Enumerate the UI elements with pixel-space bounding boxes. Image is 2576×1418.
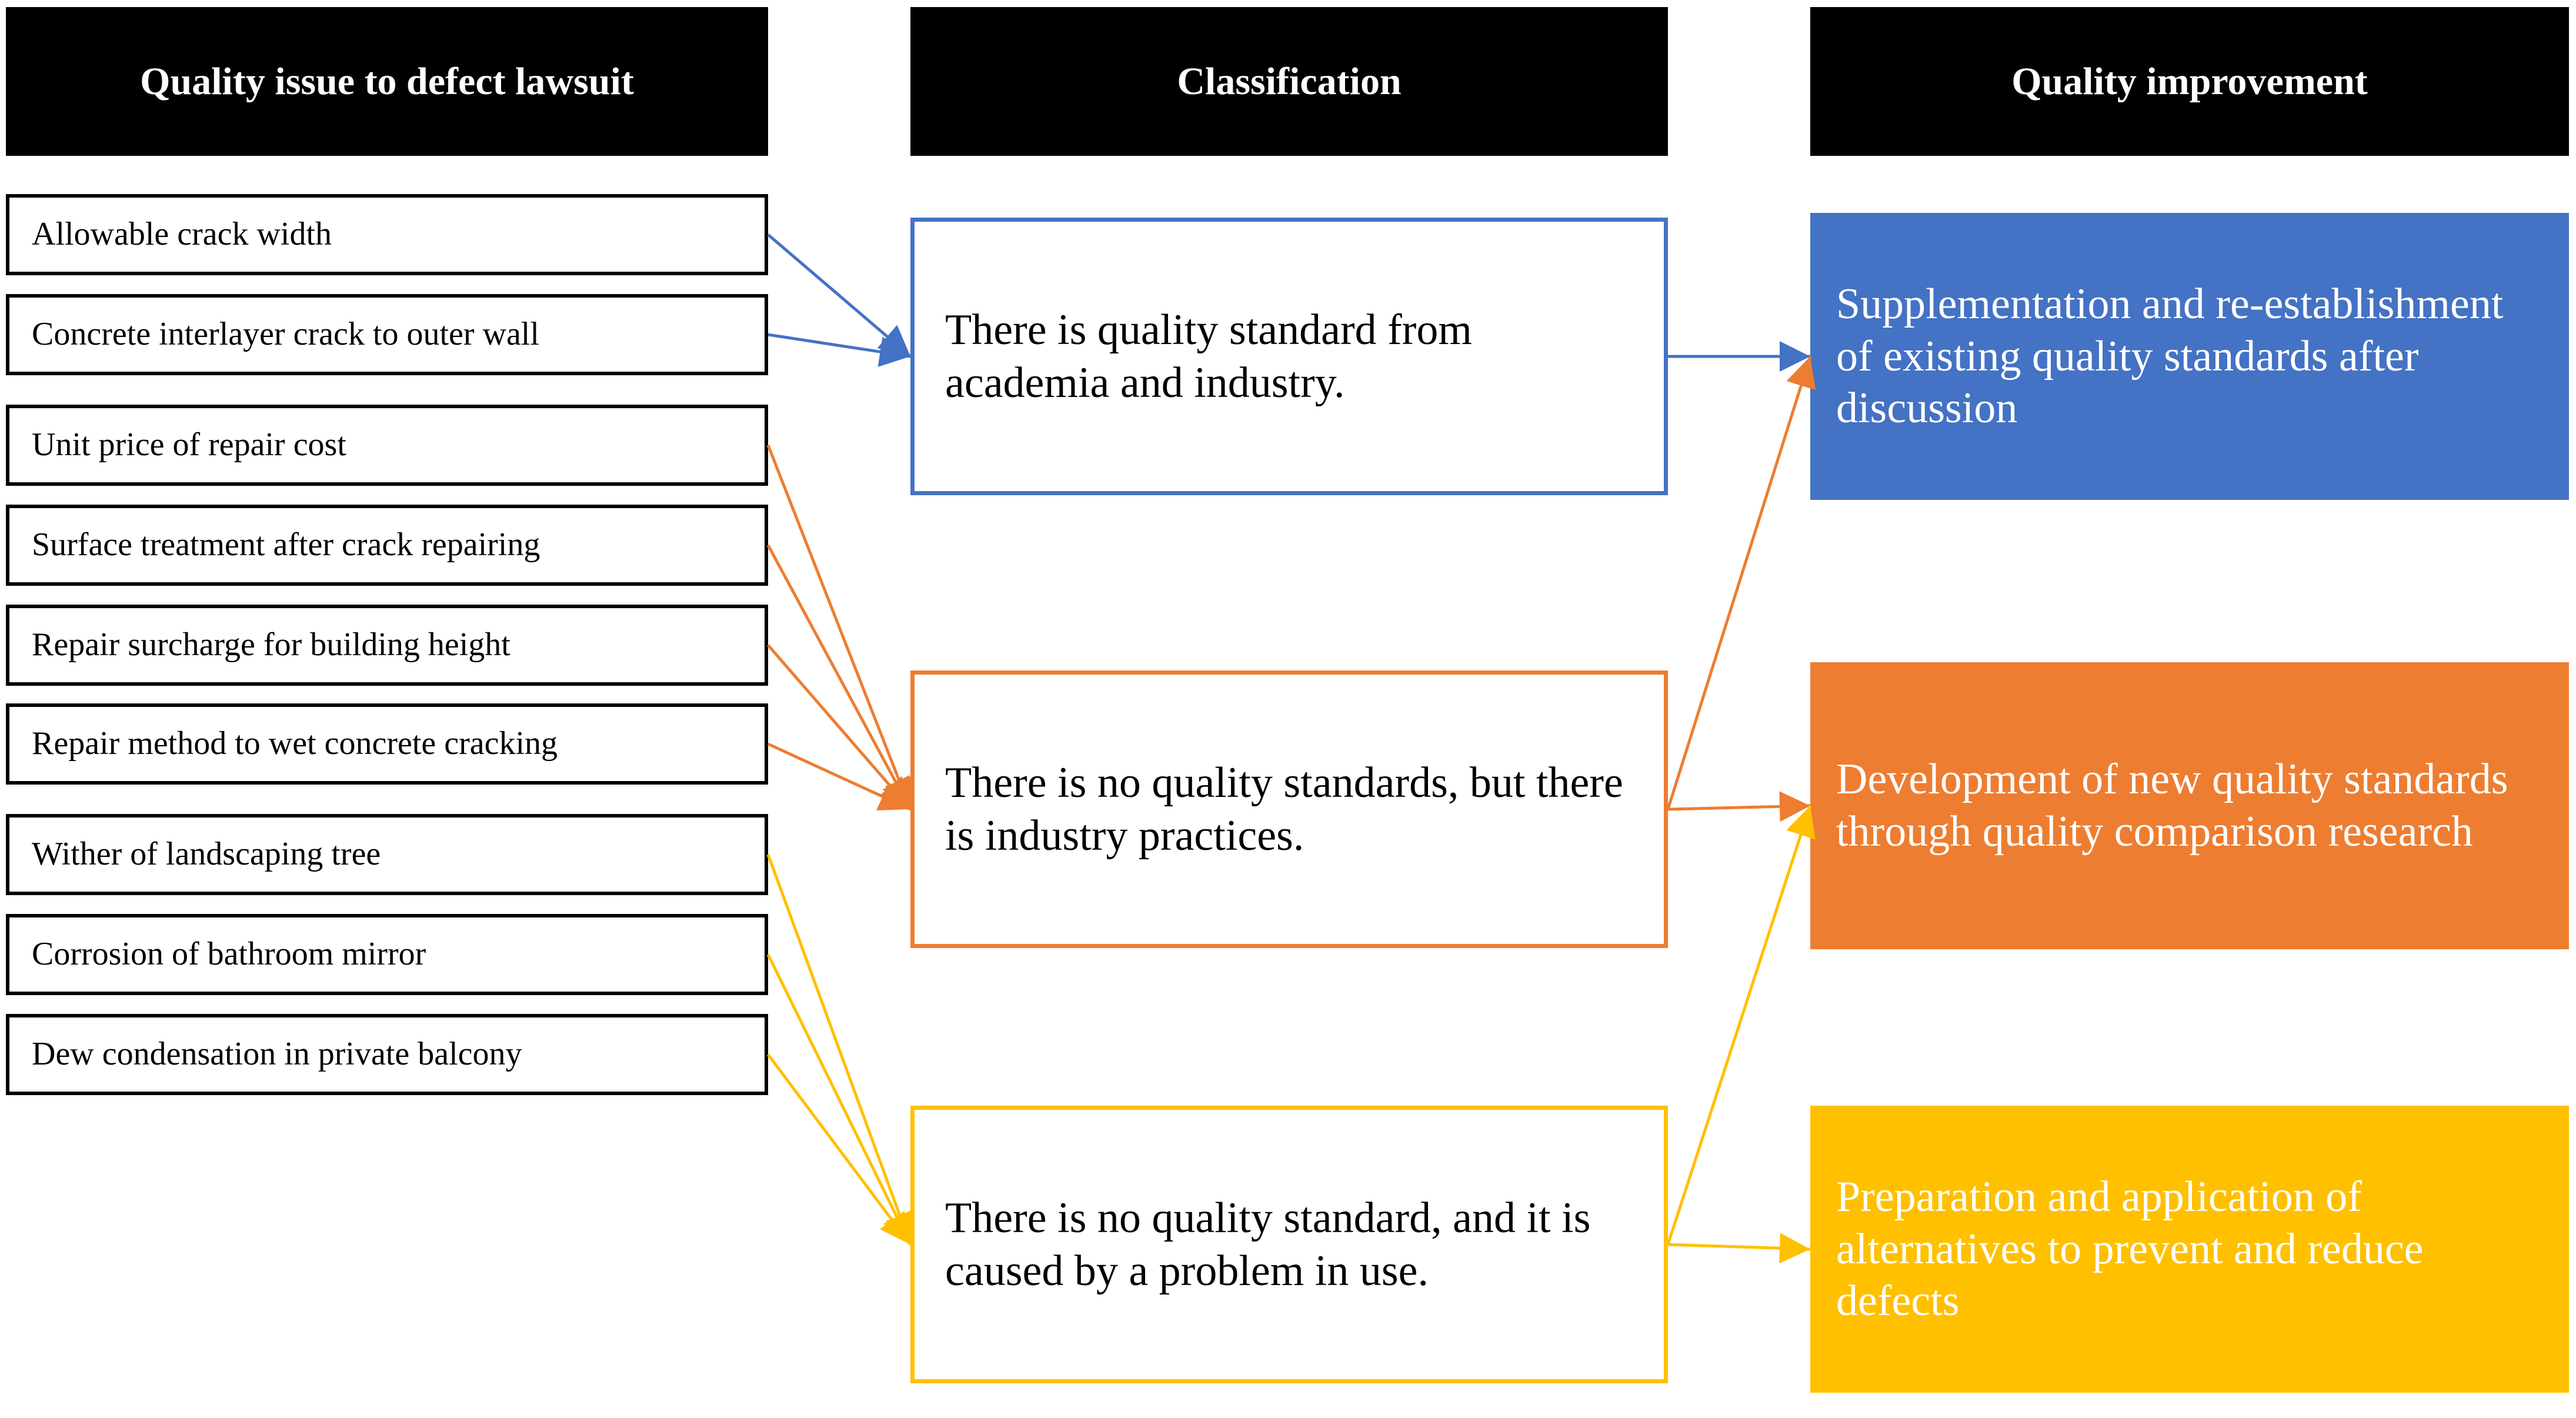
connector-line — [1667, 1243, 1811, 1251]
connector-line — [766, 544, 912, 810]
column-header-quality-issue: Quality issue to defect lawsuit — [6, 7, 768, 156]
connector-line — [1666, 356, 1812, 810]
connector-arrowhead — [1779, 791, 1810, 822]
connector-arrowhead — [876, 782, 910, 810]
issue-box[interactable]: Allowable crack width — [6, 194, 768, 275]
column-header-quality-improvement: Quality improvement — [1810, 7, 2569, 156]
connector-arrowhead — [1779, 1233, 1810, 1264]
connector-line — [766, 1053, 912, 1246]
connector-line — [768, 333, 911, 358]
connector-line — [1666, 805, 1812, 1245]
issue-box[interactable]: Concrete interlayer crack to outer wall — [6, 294, 768, 375]
connector-arrowhead — [877, 325, 910, 356]
connector-line — [767, 742, 912, 811]
improvement-box-blue[interactable]: Supplementation and re-establishment of … — [1810, 213, 2569, 500]
connector-arrowhead — [879, 776, 910, 809]
connector-line — [766, 854, 912, 1245]
connector-arrowhead — [877, 336, 910, 367]
improvement-box-orange[interactable]: Development of new quality standards thr… — [1810, 662, 2569, 949]
connector-line — [766, 953, 912, 1246]
issue-box[interactable]: Repair method to wet concrete cracking — [6, 703, 768, 785]
connector-arrowhead — [880, 1210, 910, 1244]
connector-arrowhead — [1780, 341, 1810, 372]
issue-box[interactable]: Wither of landscaping tree — [6, 814, 768, 895]
connector-arrowhead — [883, 1210, 911, 1244]
issue-box[interactable]: Repair surcharge for building height — [6, 605, 768, 686]
connector-line — [766, 445, 912, 810]
issue-box[interactable]: Surface treatment after crack repairing — [6, 505, 768, 586]
connector-line — [767, 233, 912, 358]
classification-box-yellow[interactable]: There is no quality standard, and it is … — [910, 1106, 1668, 1383]
connector-line — [767, 644, 912, 810]
classification-box-orange[interactable]: There is no quality standards, but there… — [910, 670, 1668, 948]
connector-line — [1667, 804, 1811, 811]
column-header-classification: Classification — [910, 7, 1668, 156]
issue-box[interactable]: Dew condensation in private balcony — [6, 1014, 768, 1095]
improvement-box-yellow[interactable]: Preparation and application of alternati… — [1810, 1106, 2569, 1393]
connector-arrowhead — [885, 775, 914, 809]
connector-arrowhead — [882, 775, 910, 809]
classification-box-blue[interactable]: There is quality standard from academia … — [910, 218, 1668, 495]
issue-box[interactable]: Unit price of repair cost — [6, 405, 768, 486]
issue-box[interactable]: Corrosion of bathroom mirror — [6, 914, 768, 995]
